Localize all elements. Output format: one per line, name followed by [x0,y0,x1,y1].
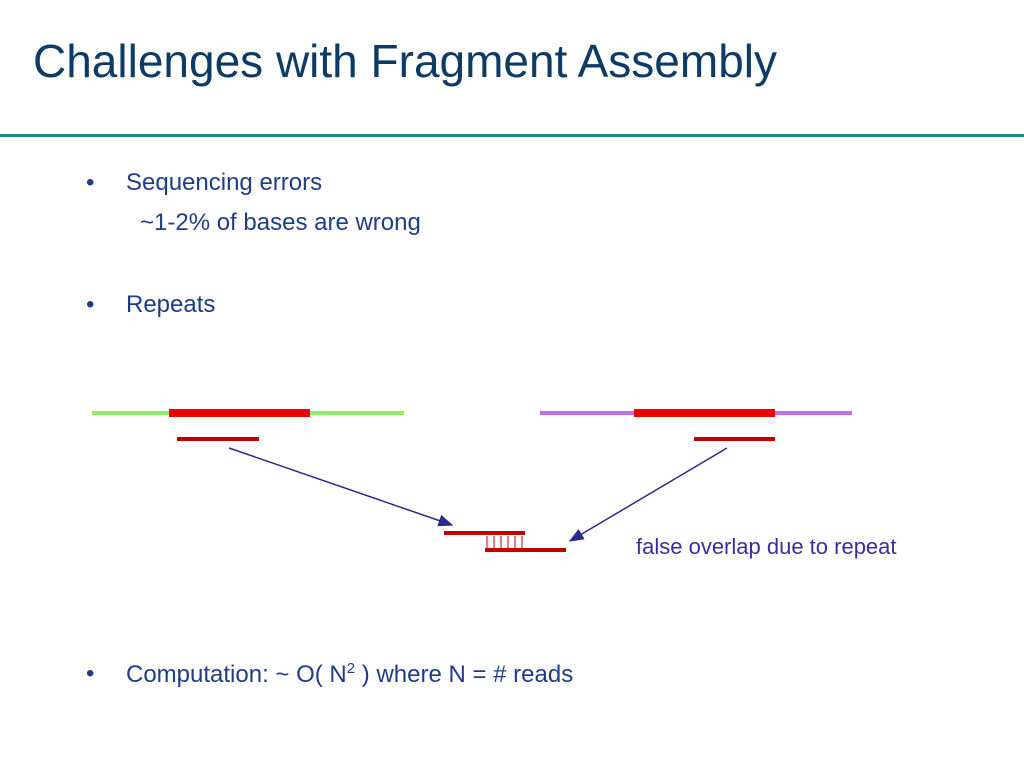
arrow-left-to-overlap [228,447,454,527]
title-divider [0,134,1024,137]
bullet-computation: Computation: ~ O( N2 ) where N = # reads [126,660,573,689]
arrow-right-to-overlap [568,447,728,542]
computation-prefix: Computation: ~ O( N [126,661,347,688]
overlap-ticks [486,536,523,548]
false-overlap-note: false overlap due to repeat [636,534,897,559]
bullet-marker-1: • [86,169,95,196]
slide-title: Challenges with Fragment Assembly [33,35,777,87]
computation-exponent: 2 [346,660,356,677]
bullet-marker-3: • [86,660,95,687]
bullet-repeats: Repeats [126,291,216,318]
bullet-sequencing-errors: Sequencing errors [126,169,323,196]
computation-suffix: ) where N = # reads [355,661,574,688]
sub-bullet-error-rate: ~1-2% of bases are wrong [140,209,421,236]
bullet-marker-2: • [86,291,95,318]
